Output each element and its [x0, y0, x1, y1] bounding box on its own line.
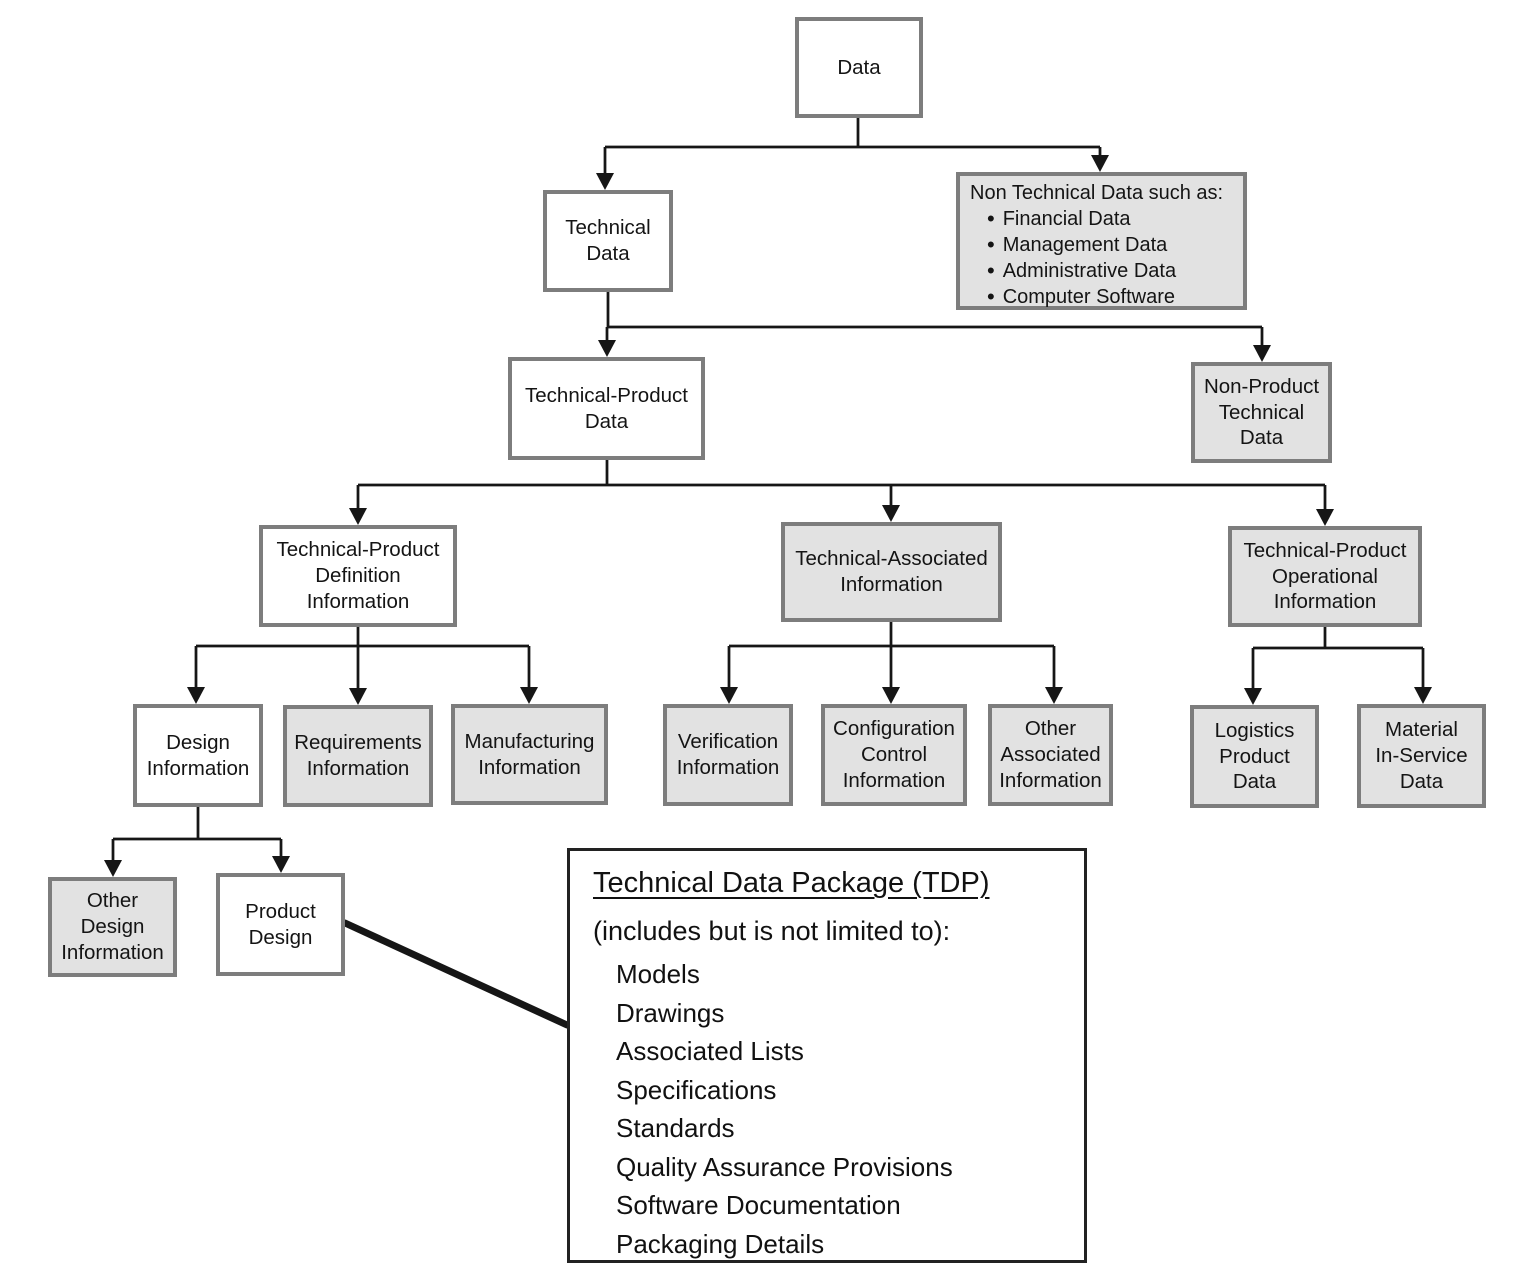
- node-requirements-information: Requirements Information: [283, 705, 433, 807]
- connector-lines: [111, 118, 1425, 1029]
- node-verification-information: Verification Information: [663, 704, 793, 806]
- bullet-icon: •: [987, 206, 995, 231]
- arrow-down-icon: [1244, 688, 1262, 705]
- node-logistics-product-data: Logistics Product Data: [1190, 705, 1319, 808]
- non-technical-item-label: Management Data: [1002, 234, 1168, 256]
- tdp-item: Packaging Details: [616, 1228, 825, 1259]
- arrow-down-icon: [882, 687, 900, 704]
- tdp-item: Associated Lists: [616, 1036, 804, 1066]
- non-technical-item-label: Financial Data: [1002, 208, 1131, 230]
- tdp-panel: Technical Data Package (TDP) (includes b…: [567, 848, 1087, 1263]
- connector-data-children: [603, 118, 1102, 186]
- arrow-down-icon: [1045, 687, 1063, 704]
- arrow-down-icon: [1316, 509, 1334, 526]
- bullet-icon: •: [987, 232, 995, 257]
- arrow-down-icon: [598, 340, 616, 357]
- node-technical-associated-information: Technical-Associated Information: [781, 522, 1002, 622]
- tdp-item: Specifications: [616, 1074, 777, 1105]
- panel-non-technical-data: Non Technical Data such as: • Financial …: [956, 172, 1247, 310]
- node-other-associated-information: Other Associated Information: [988, 704, 1113, 806]
- node-non-product-technical-data: Non-Product Technical Data: [1191, 362, 1332, 463]
- node-configuration-control-information: Configuration Control Information: [821, 704, 967, 806]
- tdp-subtitle: (includes but is not limited to):: [593, 916, 951, 946]
- node-technical-product-operational-information: Technical-Product Operational Informatio…: [1228, 526, 1422, 627]
- tdp-item: Models: [616, 959, 700, 989]
- non-technical-item: • Management Data: [970, 232, 1235, 258]
- node-design-information: Design Information: [133, 704, 263, 807]
- connector-associated-children: [727, 622, 1056, 700]
- connector-operational-children: [1251, 627, 1425, 701]
- arrow-down-icon: [187, 687, 205, 704]
- connector-definition-children: [194, 627, 531, 701]
- non-technical-title: Non Technical Data such as:: [970, 182, 1224, 204]
- non-technical-item-label: Administrative Data: [1002, 260, 1177, 282]
- arrow-down-icon: [520, 687, 538, 704]
- node-technical-product-definition-information: Technical-Product Definition Information: [259, 525, 457, 627]
- arrow-down-icon: [104, 860, 122, 877]
- connector-design-children: [111, 807, 283, 873]
- arrow-down-icon: [349, 688, 367, 705]
- node-technical-product-data: Technical-Product Data: [508, 357, 705, 460]
- arrow-down-icon: [1414, 687, 1432, 704]
- non-technical-item: • Computer Software: [970, 284, 1235, 310]
- non-technical-item-label: Computer Software: [1002, 286, 1175, 308]
- arrow-down-icon: [272, 856, 290, 873]
- arrowhead-icons: [104, 155, 1432, 877]
- arrow-down-icon: [349, 508, 367, 525]
- tdp-item: Quality Assurance Provisions: [616, 1151, 953, 1182]
- connector-technical-data-children: [605, 292, 1264, 358]
- tdp-item: Standards: [616, 1113, 735, 1143]
- node-technical-data: Technical Data: [543, 190, 673, 292]
- node-material-in-service-data: Material In-Service Data: [1357, 704, 1486, 808]
- tdp-title: Technical Data Package (TDP): [593, 867, 990, 899]
- arrow-down-icon: [882, 505, 900, 522]
- tdp-callout-line: [341, 919, 571, 1029]
- arrow-down-icon: [720, 687, 738, 704]
- node-product-design: Product Design: [216, 873, 345, 976]
- arrow-down-icon: [596, 173, 614, 190]
- bullet-icon: •: [987, 258, 995, 283]
- connector-technical-product-data-children: [356, 460, 1327, 522]
- node-data: Data: [795, 17, 923, 118]
- bullet-icon: •: [987, 284, 995, 309]
- arrow-down-icon: [1091, 155, 1109, 172]
- arrow-down-icon: [1253, 345, 1271, 362]
- non-technical-item: • Administrative Data: [970, 258, 1235, 284]
- tdp-item: Drawings: [616, 997, 725, 1028]
- node-other-design-information: Other Design Information: [48, 877, 177, 977]
- tdp-item: Software Documentation: [616, 1190, 901, 1220]
- non-technical-item: • Financial Data: [970, 206, 1235, 232]
- node-manufacturing-information: Manufacturing Information: [451, 704, 608, 805]
